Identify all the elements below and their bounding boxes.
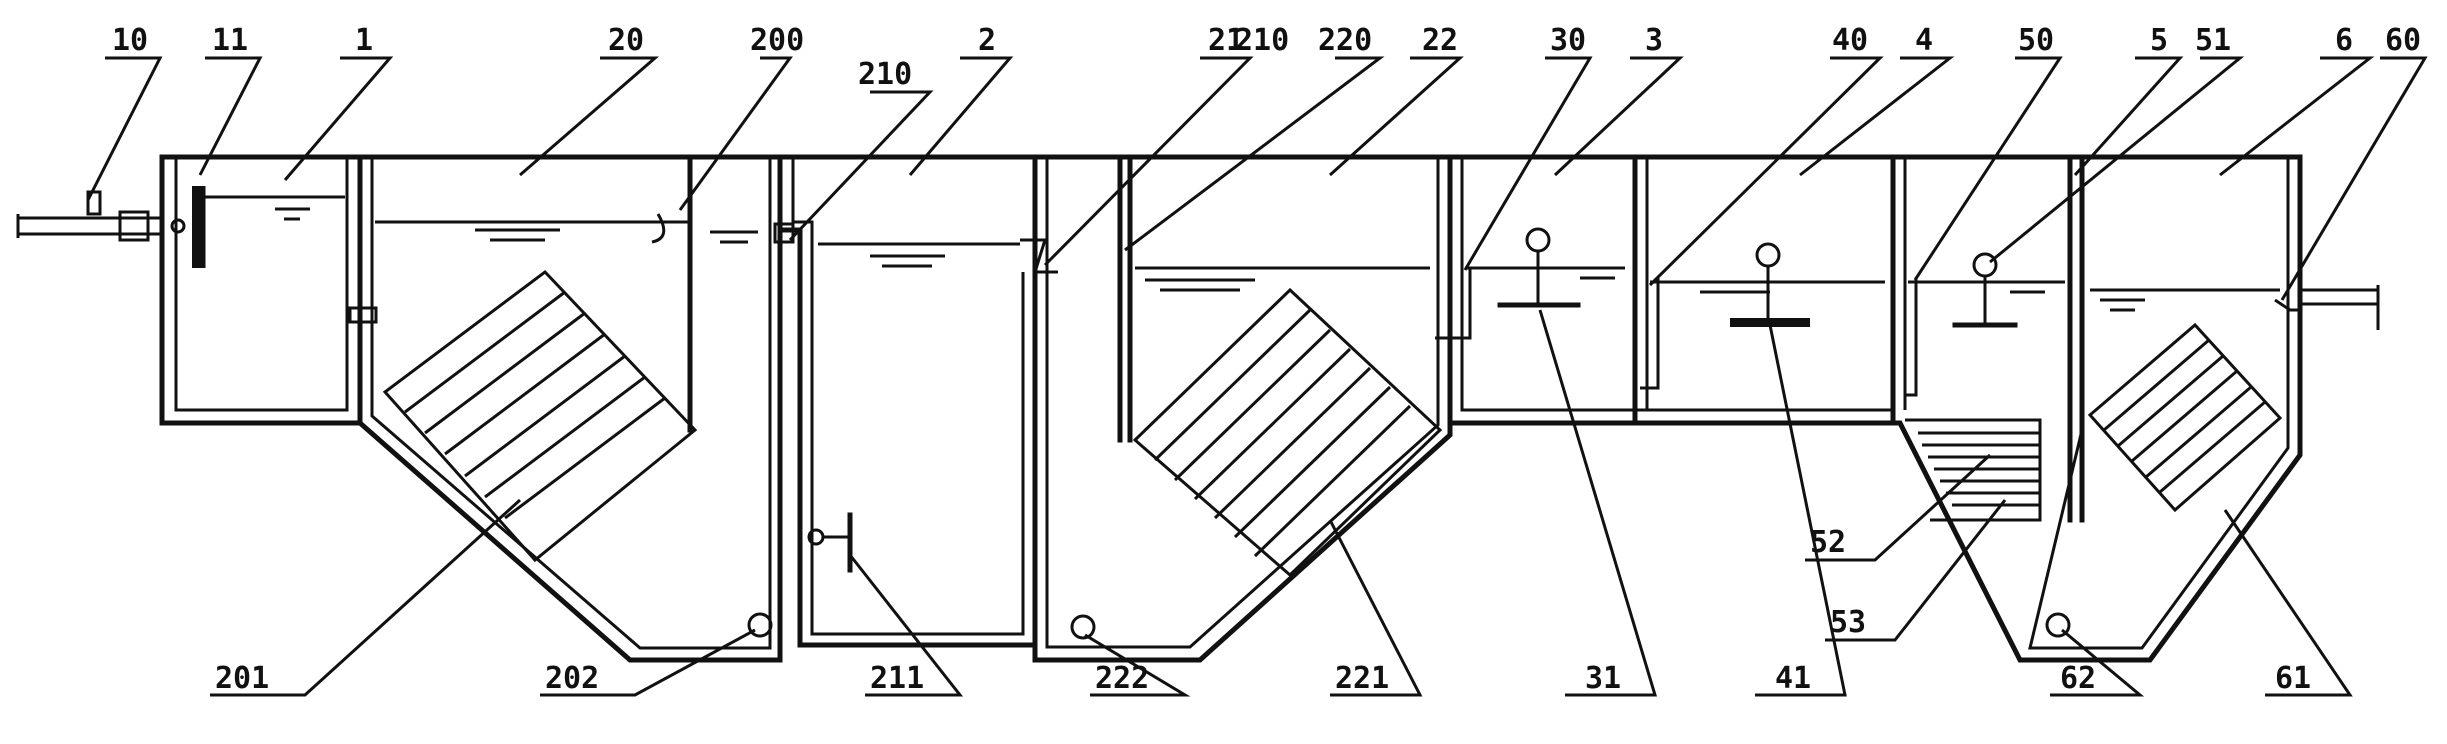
leader-lines bbox=[86, 56, 2428, 697]
label-10: 10 bbox=[112, 23, 148, 58]
label-53: 53 bbox=[1830, 605, 1866, 640]
aerator-41 bbox=[1730, 242, 1810, 327]
aerator-51 bbox=[1952, 252, 2018, 328]
labels: 10 11 1 20 200 210 2 21 210 220 22 30 3 … bbox=[112, 23, 2421, 696]
label-201: 201 bbox=[215, 661, 269, 696]
label-20: 20 bbox=[608, 23, 644, 58]
tanks-3-4-5 bbox=[1447, 154, 2303, 663]
label-62: 62 bbox=[2060, 661, 2096, 696]
label-40: 40 bbox=[1832, 23, 1868, 58]
tank-6-settler bbox=[2028, 157, 2290, 650]
sludge-outlet-222 bbox=[1070, 614, 1096, 640]
plate-pack-221 bbox=[1132, 287, 1443, 578]
tank-1-inlet bbox=[159, 154, 363, 426]
label-41: 41 bbox=[1775, 661, 1811, 696]
plate-pack-201 bbox=[382, 269, 698, 563]
tank-22-settler bbox=[1032, 154, 1453, 663]
outlet-pipe-60 bbox=[2274, 285, 2380, 330]
label-3: 3 bbox=[1645, 23, 1663, 58]
sludge-outlet-202 bbox=[747, 612, 773, 638]
tank-21 bbox=[710, 154, 1058, 648]
label-21: 21 bbox=[1208, 23, 1244, 58]
label-210b: 210 bbox=[1235, 23, 1289, 58]
label-61: 61 bbox=[2275, 661, 2311, 696]
label-30: 30 bbox=[1550, 23, 1586, 58]
label-220: 220 bbox=[1318, 23, 1372, 58]
label-4: 4 bbox=[1915, 23, 1933, 58]
label-222: 222 bbox=[1095, 661, 1149, 696]
label-2: 2 bbox=[978, 23, 996, 58]
aerator-211 bbox=[807, 512, 853, 573]
label-50: 50 bbox=[2018, 23, 2054, 58]
label-5: 5 bbox=[2150, 23, 2168, 58]
inlet-pipe bbox=[16, 190, 186, 242]
label-6: 6 bbox=[2335, 23, 2353, 58]
label-51: 51 bbox=[2195, 23, 2231, 58]
tank-20-settler bbox=[348, 154, 783, 663]
label-202: 202 bbox=[545, 661, 599, 696]
label-1: 1 bbox=[355, 23, 373, 58]
label-52: 52 bbox=[1810, 525, 1846, 560]
label-200: 200 bbox=[750, 23, 804, 58]
sludge-outlet-62 bbox=[2045, 612, 2071, 638]
plate-pack-61 bbox=[2087, 322, 2283, 513]
label-60: 60 bbox=[2385, 23, 2421, 58]
filter-media-52 bbox=[1918, 431, 2040, 507]
label-31: 31 bbox=[1585, 661, 1621, 696]
overflow-pipes bbox=[1435, 268, 1918, 397]
label-210: 210 bbox=[858, 57, 912, 92]
label-22: 22 bbox=[1422, 23, 1458, 58]
label-11: 11 bbox=[212, 23, 248, 58]
gate-valve bbox=[192, 186, 206, 268]
aerator-31 bbox=[1497, 227, 1581, 308]
label-221: 221 bbox=[1335, 661, 1389, 696]
label-211: 211 bbox=[870, 661, 924, 696]
